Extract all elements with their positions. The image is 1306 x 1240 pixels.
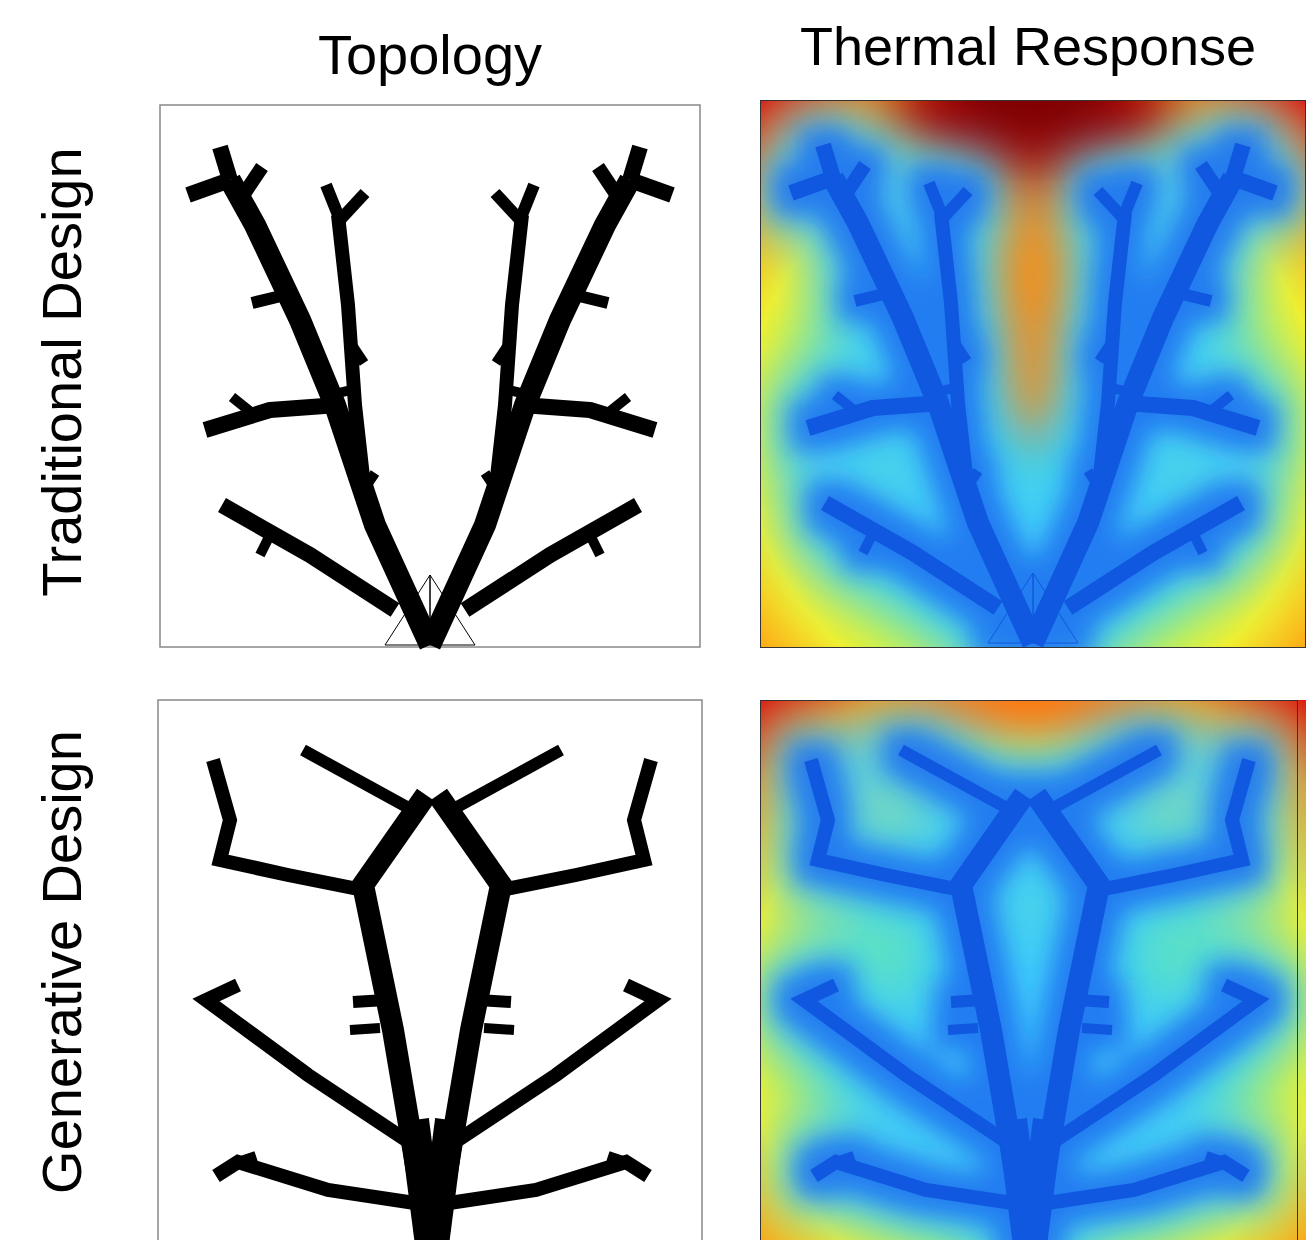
row-header: Traditional Design — [34, 147, 90, 596]
row-header: Generative Design — [34, 730, 90, 1194]
column-header: Thermal Response — [800, 19, 1256, 73]
generative-thermal-map — [760, 700, 1306, 1240]
generative-topology — [158, 700, 702, 1240]
traditional-thermal-map — [760, 100, 1306, 648]
traditional-topology — [160, 105, 700, 647]
column-header: Topology — [318, 27, 542, 83]
